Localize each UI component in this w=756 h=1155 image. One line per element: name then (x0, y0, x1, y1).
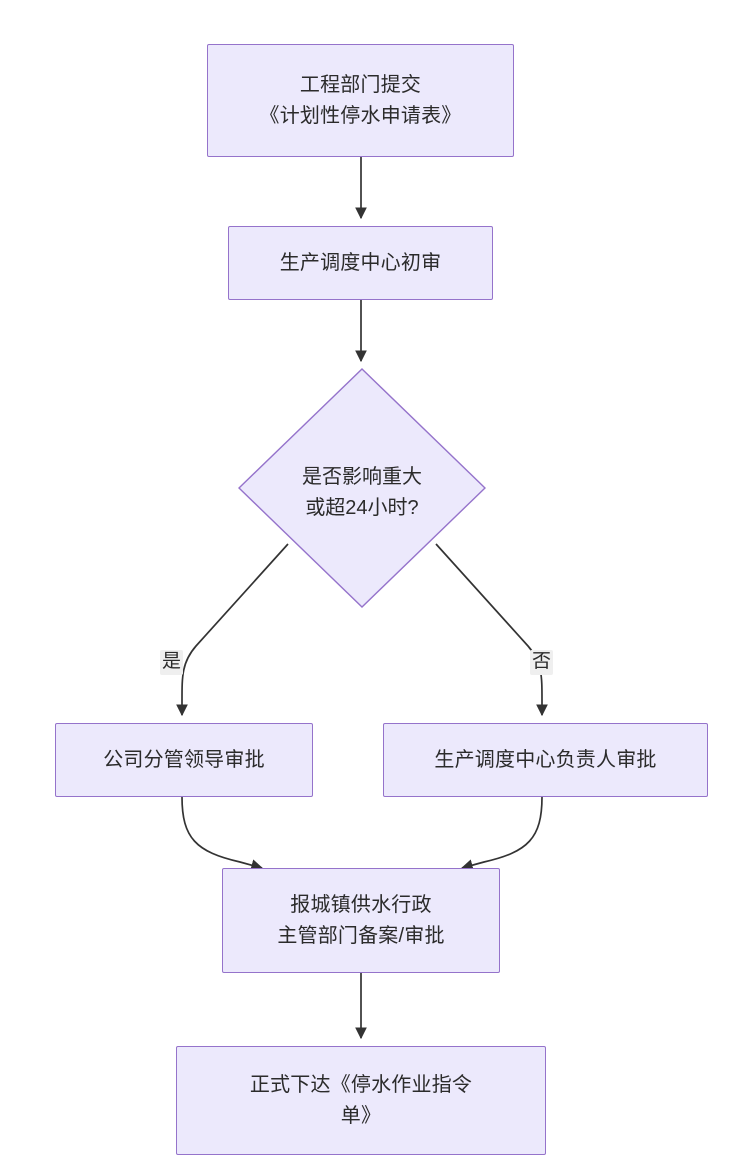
node-center-head-approval[interactable]: 生产调度中心负责人审批 (383, 723, 708, 797)
node-leader-approval-label: 公司分管领导审批 (103, 748, 265, 771)
edge-label-yes: 是 (160, 650, 184, 675)
node-leader-approval[interactable]: 公司分管领导审批 (55, 723, 313, 797)
node-submit-label: 工程部门提交 《计划性停水申请表》 (259, 73, 462, 127)
node-center-head-approval-label: 生产调度中心负责人审批 (434, 748, 657, 771)
edge-label-no-text: 否 (532, 651, 552, 672)
node-decision[interactable]: 是否影响重大 或超24小时? (238, 368, 486, 608)
node-government-filing[interactable]: 报城镇供水行政 主管部门备案/审批 (222, 868, 500, 973)
node-submit[interactable]: 工程部门提交 《计划性停水申请表》 (207, 44, 514, 157)
edge-leader-approval-to-government-filing (181, 796, 264, 871)
edge-center-head-approval-to-government-filing (460, 796, 543, 871)
node-first-review[interactable]: 生产调度中心初审 (228, 226, 493, 300)
node-issue-order-label: 正式下达《停水作业指令 单》 (249, 1073, 473, 1127)
node-decision-label: 是否影响重大 或超24小时? (302, 466, 422, 519)
decision-diamond-shape (238, 368, 486, 608)
edge-label-no: 否 (530, 650, 554, 675)
node-first-review-label: 生产调度中心初审 (279, 251, 442, 274)
edge-label-yes-text: 是 (162, 651, 182, 672)
node-issue-order[interactable]: 正式下达《停水作业指令 单》 (176, 1046, 546, 1155)
node-government-filing-label: 报城镇供水行政 主管部门备案/审批 (277, 893, 445, 947)
